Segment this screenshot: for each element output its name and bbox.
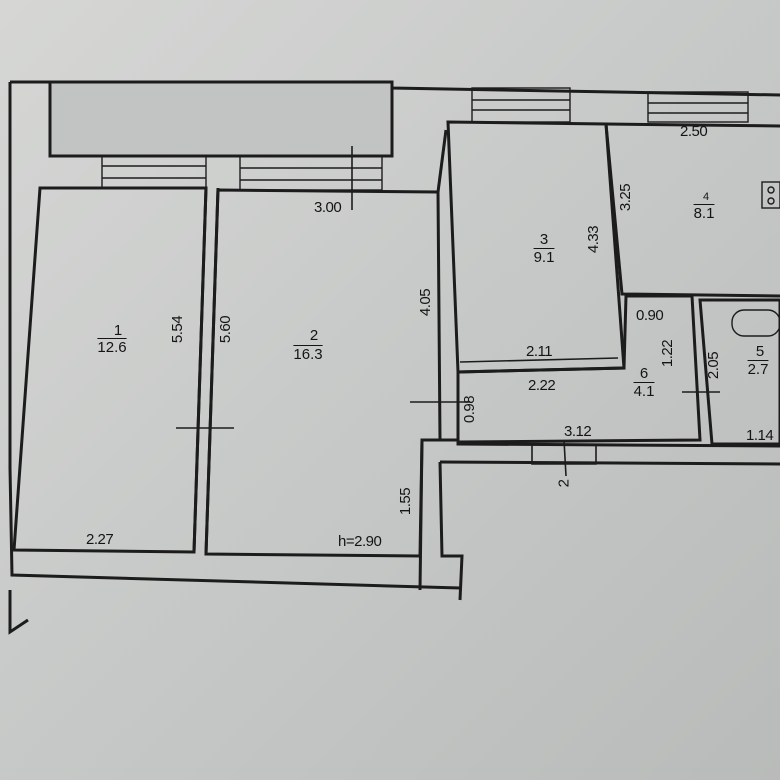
corridor-bottom-wall [422,438,780,448]
room-1-outline [12,186,208,554]
dim-1-14: 1.14 [746,427,774,444]
dim-2-22: 2.22 [528,377,556,394]
balcony-block [48,80,394,158]
entry-door-tick [563,439,567,477]
room-4-outline [604,123,780,298]
room-6-number: 6 [639,365,649,382]
room-3-number: 3 [539,231,549,248]
exterior-wall-top [10,80,780,97]
bathtub-icon [731,309,780,337]
window-room-3 [471,87,571,123]
room-4-top [605,122,780,128]
room-4-area: 8.1 [693,205,715,222]
room-2-area: 16.3 [293,346,323,363]
dim-0-98: 0.98 [461,395,479,424]
dim-0-90: 0.90 [636,307,664,324]
room-4-number: 4 [702,191,710,203]
room-5-number: 5 [755,343,765,360]
stove-burner-icon-2 [767,197,775,205]
room-2-number: 2 [309,327,319,344]
room-6-area: 4.1 [633,383,655,400]
window-room-1 [101,155,207,189]
window-room-4 [647,91,749,123]
dim-3-12: 3.12 [564,423,592,440]
entry-wall-right [438,461,464,601]
room-3-inner-line [459,357,619,363]
dim-3-00: 3.00 [314,199,342,216]
dim-2-11: 2.11 [526,343,553,360]
wall-2-3 [436,129,448,193]
partition-1-2 [192,187,208,553]
dim-1-22: 1.22 [659,339,677,368]
dim-5-54: 5.54 [169,315,187,344]
window-room-2 [239,155,383,191]
entry-door-mark: 2 [555,479,573,488]
entry-wall-left [418,439,424,591]
dim-2-27: 2.27 [86,531,114,548]
room-1-area: 12.6 [97,339,127,356]
room-5-outline [698,298,780,446]
room-3-area: 9.1 [533,249,555,266]
entry-door [531,444,597,465]
stove-icon [761,181,780,209]
dim-4-05: 4.05 [417,288,435,317]
dim-2-50: 2.50 [680,123,708,140]
exterior-wall-bottom [8,467,461,590]
dim-1-55: 1.55 [397,487,415,516]
dim-2-05: 2.05 [705,351,723,380]
dim-4-33: 4.33 [585,225,603,254]
lower-left-stub [8,590,29,635]
lower-wall [439,460,780,466]
room-1-number: 1 [113,322,123,339]
stove-burner-icon [767,186,775,194]
ceiling-height: h=2.90 [338,533,382,550]
dim-5-60: 5.60 [217,315,235,344]
dim-3-25: 3.25 [617,183,635,212]
room-5-area: 2.7 [747,361,769,378]
